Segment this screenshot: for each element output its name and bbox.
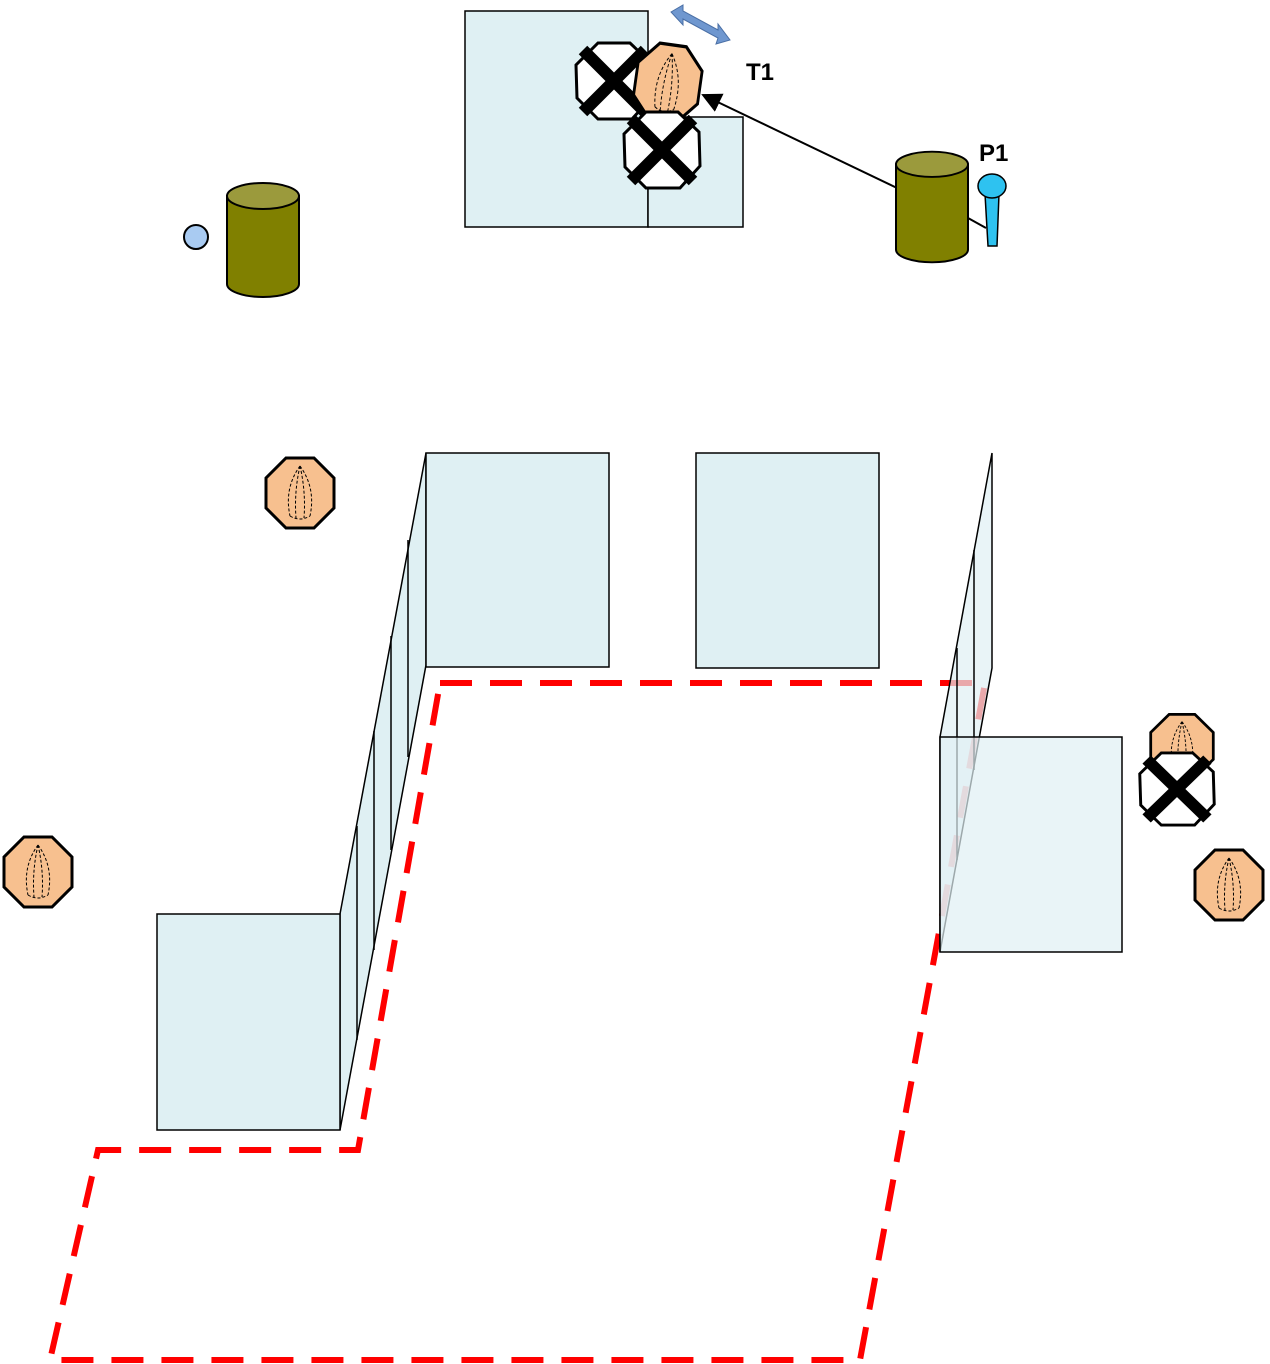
panel-bottom-left <box>156 913 341 1131</box>
left-wall-stack <box>339 452 427 1131</box>
head-icon <box>1193 848 1265 922</box>
head-icon <box>2 835 74 909</box>
crossed-out-head-icon <box>1140 753 1214 825</box>
aim-arrow <box>701 93 898 189</box>
player-marker-icon <box>967 173 1007 247</box>
dashed-boundary <box>46 680 989 1363</box>
player-label: P1 <box>979 140 1008 167</box>
double-arrow-icon <box>670 4 731 45</box>
cylinder-icon <box>895 150 969 264</box>
panel-top-right <box>695 452 880 669</box>
panel-top-left <box>425 452 610 668</box>
small-circle-icon <box>183 224 209 250</box>
panel-right <box>939 736 1123 953</box>
crossed-out-head-icon <box>624 112 700 188</box>
target-label: T1 <box>746 59 774 86</box>
head-icon <box>264 456 336 530</box>
cylinder-icon <box>226 182 300 298</box>
